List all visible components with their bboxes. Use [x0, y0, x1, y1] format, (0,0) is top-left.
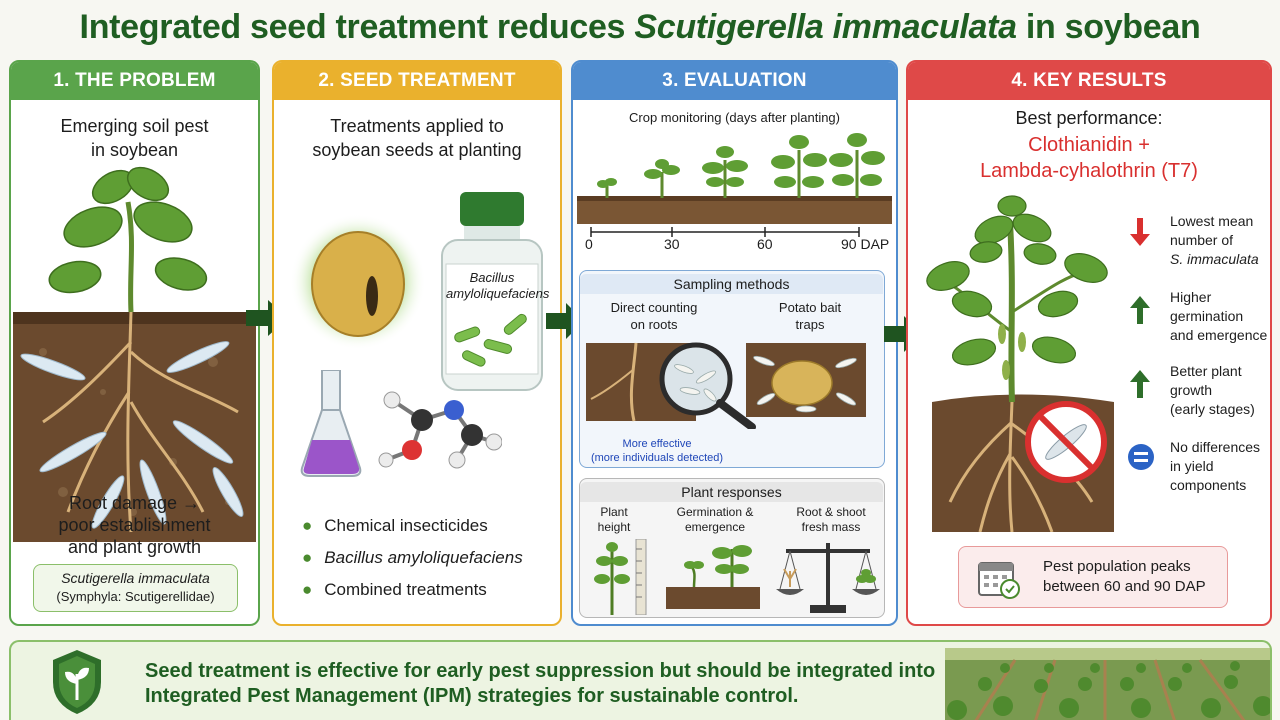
healthy-plant-illustration	[926, 195, 1114, 532]
strategy-item: ●Chemical insecticides	[302, 516, 488, 535]
molecule-icon	[378, 391, 502, 469]
calendar-icon	[978, 562, 1020, 599]
seed-icon	[290, 214, 426, 350]
panel-key-results: 4. KEY RESULTS Best performance: Clothia…	[906, 60, 1272, 626]
strategy-item: ●Combined treatments	[302, 580, 487, 599]
monitoring-title: Crop monitoring (days after planting)	[629, 110, 840, 125]
strategy-list: ●Chemical insecticides ●Bacillus amyloli…	[302, 510, 560, 606]
germination-icon	[666, 545, 760, 609]
panel-header: 1. THE PROBLEM	[11, 62, 258, 100]
best-performance-label: Best performance:	[1015, 108, 1163, 128]
species-name: Scutigerella immaculata	[61, 570, 210, 586]
soybean-field-photo	[945, 648, 1270, 720]
plant-height-icon	[594, 539, 647, 615]
response-germination: Germination &emergence	[676, 505, 754, 534]
equals-icon	[1128, 444, 1154, 470]
responses-title: Plant responses	[580, 482, 883, 502]
arrow-down-icon	[1130, 218, 1150, 246]
footer-conclusion: Seed treatment is effective for early pe…	[9, 640, 1272, 720]
flask-icon	[300, 370, 362, 477]
best-treatment: Clothianidin +Lambda-cyhalothrin (T7)	[980, 134, 1198, 182]
conclusion-text: Seed treatment is effective for early pe…	[145, 660, 936, 707]
bottle-icon	[441, 192, 543, 391]
magnifier-roots-illustration	[586, 342, 756, 429]
panel-header: 3. EVALUATION	[573, 62, 896, 100]
potato-trap-illustration	[746, 343, 866, 417]
scale-icon	[776, 543, 880, 613]
panel-evaluation: 3. EVALUATION Crop monitoring (days afte…	[571, 60, 898, 626]
panel-header: 2. SEED TREATMENT STRATEGIES	[274, 62, 560, 129]
panel-seed-treatment: 2. SEED TREATMENT STRATEGIES Treatments …	[272, 60, 562, 626]
species-box: Scutigerella immaculata (Symphyla: Scuti…	[33, 564, 238, 612]
timeline-tick: 90 DAP	[841, 236, 890, 252]
timeline-tick: 60	[757, 236, 773, 252]
shield-leaf-icon	[53, 650, 101, 714]
timeline-tick: 0	[585, 236, 593, 252]
sampling-title: Sampling methods	[580, 274, 883, 294]
panel-header: 4. KEY RESULTS	[908, 62, 1270, 100]
infested-plant-illustration	[13, 166, 256, 542]
arrow-up-icon	[1130, 370, 1150, 398]
effective-note: More effective(more individuals detected…	[590, 438, 724, 464]
timeline-tick: 30	[664, 236, 680, 252]
crop-growth-timeline	[577, 133, 892, 237]
species-classification: (Symphyla: Scutigerellidae)	[56, 589, 215, 604]
arrow-up-icon	[1130, 296, 1150, 324]
strategy-item: ●Bacillus amyloliquefaciens	[302, 548, 523, 567]
page-title: Integrated seed treatment reduces Scutig…	[79, 8, 1201, 46]
